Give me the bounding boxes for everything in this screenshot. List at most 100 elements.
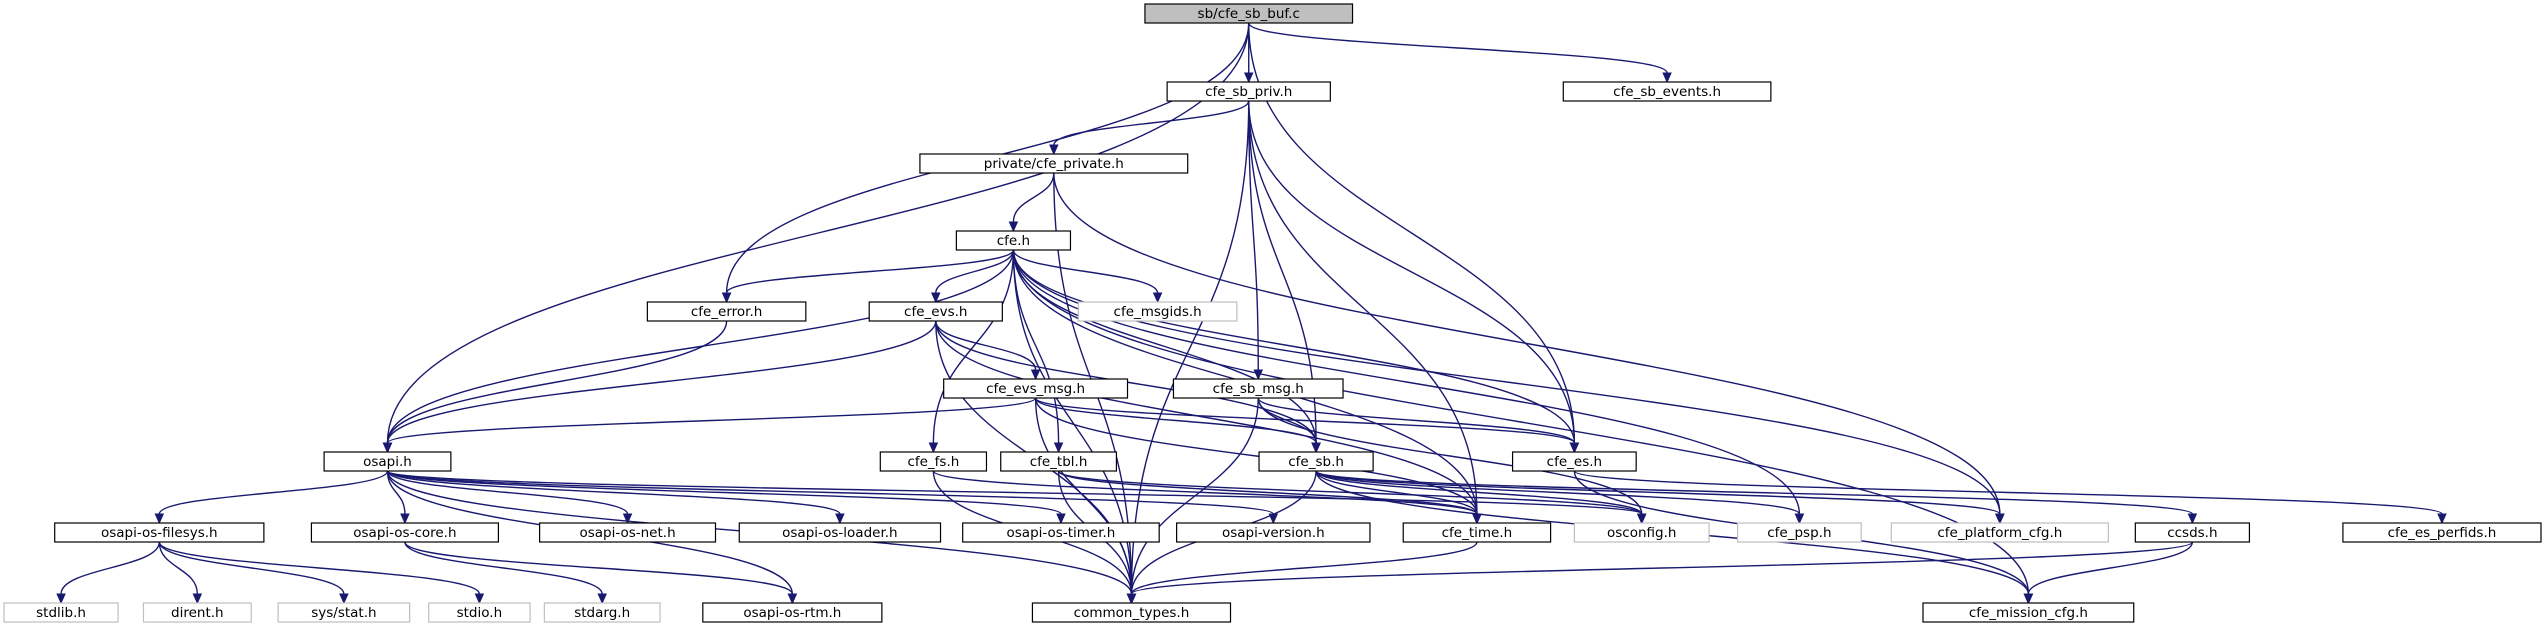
edge-cfe_sb_msg_h-to-common_types_h bbox=[1126, 397, 1259, 605]
edge-cfe_error_h-to-osapi_h bbox=[382, 320, 728, 454]
node-osapi_os_timer_h[interactable]: osapi-os-timer.h bbox=[962, 522, 1160, 543]
edge-line bbox=[1012, 249, 2001, 515]
node-box bbox=[1736, 522, 1862, 543]
node-box bbox=[919, 153, 1189, 174]
node-cfe_es_perfids_h[interactable]: cfe_es_perfids.h bbox=[2342, 522, 2542, 543]
node-stdarg_h[interactable]: stdarg.h bbox=[543, 602, 661, 623]
node-cfe_evs_msg_h[interactable]: cfe_evs_msg.h bbox=[943, 378, 1129, 399]
node-label: common_types.h bbox=[1074, 605, 1190, 621]
node-label: osapi-os-core.h bbox=[353, 525, 456, 541]
edge-ccsds_h-to-common_types_h bbox=[1126, 541, 2194, 605]
node-box bbox=[1077, 301, 1238, 322]
node-dirent_h[interactable]: dirent.h bbox=[142, 602, 252, 623]
node-label: stdarg.h bbox=[574, 605, 630, 621]
node-cfe_evs_h[interactable]: cfe_evs.h bbox=[868, 301, 1003, 322]
node-cfe_mission_cfg_h[interactable]: cfe_mission_cfg.h bbox=[1922, 602, 2135, 623]
edge-arrowhead bbox=[1662, 72, 1672, 84]
edge-cfe_sb_h-to-cfe_psp_h bbox=[1315, 470, 1805, 525]
edge-line bbox=[386, 470, 1062, 515]
node-label: ccsds.h bbox=[2167, 525, 2217, 541]
edge-arrowhead bbox=[622, 513, 633, 525]
node-sb_cfe_sb_buf_c[interactable]: sb/cfe_sb_buf.c bbox=[1144, 3, 1354, 24]
node-cfe_msgids_h[interactable]: cfe_msgids.h bbox=[1077, 301, 1238, 322]
edge-arrowhead bbox=[597, 593, 607, 605]
edge-cfe_es_h-to-cfe_es_perfids_h bbox=[1573, 470, 2447, 525]
node-box bbox=[1144, 3, 1354, 24]
edge-arrowhead bbox=[1056, 513, 1066, 525]
edge-line bbox=[1257, 397, 1576, 444]
node-cfe_es_h[interactable]: cfe_es.h bbox=[1511, 451, 1637, 472]
node-cfe_time_h[interactable]: cfe_time.h bbox=[1402, 522, 1552, 543]
edge-arrowhead bbox=[835, 513, 845, 525]
node-cfe_sb_events_h[interactable]: cfe_sb_events.h bbox=[1562, 81, 1772, 102]
edge-cfe_evs_h-to-cfe_evs_msg_h bbox=[935, 320, 1041, 381]
node-cfe_fs_h[interactable]: cfe_fs.h bbox=[879, 451, 988, 472]
edge-ccsds_h-to-cfe_mission_cfg_h bbox=[2023, 541, 2194, 605]
edge-line bbox=[1012, 249, 1159, 294]
node-cfe_psp_h[interactable]: cfe_psp.h bbox=[1736, 522, 1862, 543]
edge-line bbox=[1034, 397, 1133, 595]
edge-line bbox=[1315, 470, 2194, 515]
edge-cfe_evs_msg_h-to-osapi_h bbox=[382, 397, 1037, 454]
node-osapi_h[interactable]: osapi.h bbox=[323, 451, 452, 472]
edge-line bbox=[386, 320, 728, 444]
node-osapi_os_loader_h[interactable]: osapi-os-loader.h bbox=[738, 522, 942, 543]
node-box bbox=[702, 602, 883, 623]
edge-line bbox=[1315, 470, 1478, 515]
node-label: cfe_tbl.h bbox=[1030, 454, 1088, 470]
node-cfe_tbl_h[interactable]: cfe_tbl.h bbox=[1000, 451, 1118, 472]
edge-cfe_h-to-cfe_fs_h bbox=[928, 249, 1015, 454]
node-box bbox=[879, 451, 988, 472]
node-common_types_h[interactable]: common_types.h bbox=[1031, 602, 1232, 623]
node-cfe_error_h[interactable]: cfe_error.h bbox=[646, 301, 807, 322]
edge-arrowhead bbox=[2023, 593, 2034, 605]
node-box bbox=[1258, 451, 1374, 472]
node-label: cfe_fs.h bbox=[907, 454, 959, 470]
node-cfe_sb_priv_h[interactable]: cfe_sb_priv.h bbox=[1166, 81, 1331, 102]
node-box bbox=[1031, 602, 1232, 623]
node-label: cfe_platform_cfg.h bbox=[1937, 525, 2062, 541]
node-stdio_h[interactable]: stdio.h bbox=[428, 602, 531, 623]
node-label: osapi.h bbox=[363, 454, 412, 470]
edge-arrowhead bbox=[1030, 369, 1041, 381]
node-box bbox=[543, 602, 661, 623]
edge-line bbox=[1248, 100, 1259, 371]
node-label: cfe_sb_msg.h bbox=[1213, 381, 1304, 397]
node-cfe_platform_cfg_h[interactable]: cfe_platform_cfg.h bbox=[1890, 522, 2109, 543]
node-sys_stat_h[interactable]: sys/stat.h bbox=[277, 602, 411, 623]
edge-cfe_h-to-cfe_platform_cfg_h bbox=[1012, 249, 2005, 525]
edge-cfe_sb_priv_h-to-cfe_es_h bbox=[1248, 100, 1580, 454]
node-osapi_os_core_h[interactable]: osapi-os-core.h bbox=[310, 522, 500, 543]
node-label: osapi-os-timer.h bbox=[1007, 525, 1116, 541]
edge-line bbox=[1248, 100, 1478, 515]
edge-osapi_h-to-osapi_version_h bbox=[386, 470, 1279, 525]
node-label: osapi-os-filesys.h bbox=[101, 525, 218, 541]
edge-line bbox=[1248, 100, 1576, 444]
node-cfe_sb_msg_h[interactable]: cfe_sb_msg.h bbox=[1172, 378, 1344, 399]
node-stdlib_h[interactable]: stdlib.h bbox=[3, 602, 119, 623]
node-osapi_os_filesys_h[interactable]: osapi-os-filesys.h bbox=[54, 522, 265, 543]
edge-osapi_h-to-osconfig_h bbox=[386, 470, 1647, 525]
node-cfe_sb_h[interactable]: cfe_sb.h bbox=[1258, 451, 1374, 472]
edge-line bbox=[935, 249, 1015, 294]
node-cfe_h[interactable]: cfe.h bbox=[955, 230, 1072, 251]
edge-sb_cfe_sb_buf_c-to-cfe_sb_events_h bbox=[1248, 22, 1672, 84]
edge-cfe_sb_priv_h-to-private_cfe_private_h bbox=[1049, 100, 1250, 156]
node-ccsds_h[interactable]: ccsds.h bbox=[2134, 522, 2251, 543]
edge-line bbox=[1573, 470, 2443, 515]
node-osapi_version_h[interactable]: osapi-version.h bbox=[1176, 522, 1371, 543]
edge-line bbox=[158, 541, 199, 595]
node-box bbox=[1000, 451, 1118, 472]
node-box bbox=[142, 602, 252, 623]
node-box bbox=[646, 301, 807, 322]
node-osconfig_h[interactable]: osconfig.h bbox=[1573, 522, 1710, 543]
edge-osapi_os_core_h-to-stdarg_h bbox=[404, 541, 607, 605]
edge-arrowhead bbox=[1053, 442, 1064, 454]
node-osapi_os_rtm_h[interactable]: osapi-os-rtm.h bbox=[702, 602, 883, 623]
node-private_cfe_private_h[interactable]: private/cfe_private.h bbox=[919, 153, 1189, 174]
node-box bbox=[310, 522, 500, 543]
edge-cfe_h-to-cfe_msgids_h bbox=[1012, 249, 1163, 304]
node-osapi_os_net_h[interactable]: osapi-os-net.h bbox=[539, 522, 717, 543]
edge-osapi_h-to-osapi_os_loader_h bbox=[386, 470, 845, 525]
